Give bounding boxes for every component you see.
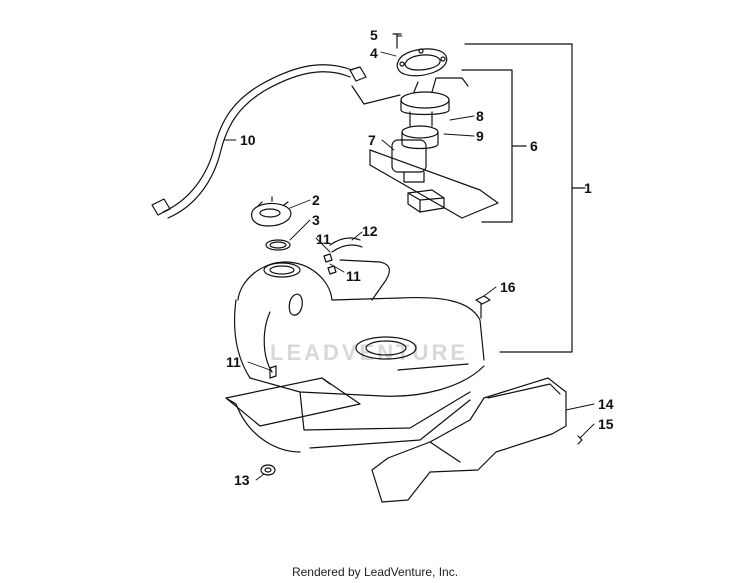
assembly-bracket-1 xyxy=(464,43,586,353)
callout-3: 3 xyxy=(312,212,320,228)
callout-10: 10 xyxy=(240,132,256,148)
callout-6: 6 xyxy=(530,138,538,154)
fuel-tank xyxy=(225,259,485,453)
fitting-upper xyxy=(323,253,337,275)
vent-hose xyxy=(151,64,401,219)
callout-4: 4 xyxy=(370,45,378,61)
fuel-filter xyxy=(407,189,445,213)
mounting-bolt xyxy=(475,295,491,319)
callout-9: 9 xyxy=(476,128,484,144)
callout-11-upper: 11 xyxy=(316,231,331,247)
connecting-tube xyxy=(329,237,363,253)
callout-8: 8 xyxy=(476,108,484,124)
callout-5: 5 xyxy=(370,27,378,43)
callout-15: 15 xyxy=(598,416,614,432)
callout-11-lower: 11 xyxy=(226,354,241,370)
retaining-pin xyxy=(577,435,583,445)
callout-16: 16 xyxy=(500,279,516,295)
callout-14: 14 xyxy=(598,396,614,412)
callout-labels: 1 2 3 4 5 6 7 8 9 10 11 11 11 12 13 14 1… xyxy=(226,27,614,488)
callout-13: 13 xyxy=(234,472,250,488)
leader-lines xyxy=(223,35,595,481)
cap-seal xyxy=(265,239,291,251)
assembly-bracket-6 xyxy=(461,69,527,223)
callout-12: 12 xyxy=(362,223,378,239)
callout-11-middle: 11 xyxy=(346,268,361,284)
fitting-lower xyxy=(269,365,277,379)
footer-credit: Rendered by LeadVenture, Inc. xyxy=(291,565,459,579)
grommet xyxy=(260,464,276,476)
watermark-text: LEADVENTURE xyxy=(270,340,468,365)
pump-gasket xyxy=(396,48,448,77)
fuel-pump-assembly xyxy=(369,77,499,219)
callout-1: 1 xyxy=(584,180,592,196)
fuel-tank-exploded-diagram: LEADVENTURE xyxy=(151,27,614,503)
watermark: LEADVENTURE xyxy=(270,340,468,365)
skid-plate xyxy=(371,377,567,503)
gas-cap xyxy=(251,196,292,227)
callout-2: 2 xyxy=(312,192,320,208)
callout-7: 7 xyxy=(368,132,376,148)
